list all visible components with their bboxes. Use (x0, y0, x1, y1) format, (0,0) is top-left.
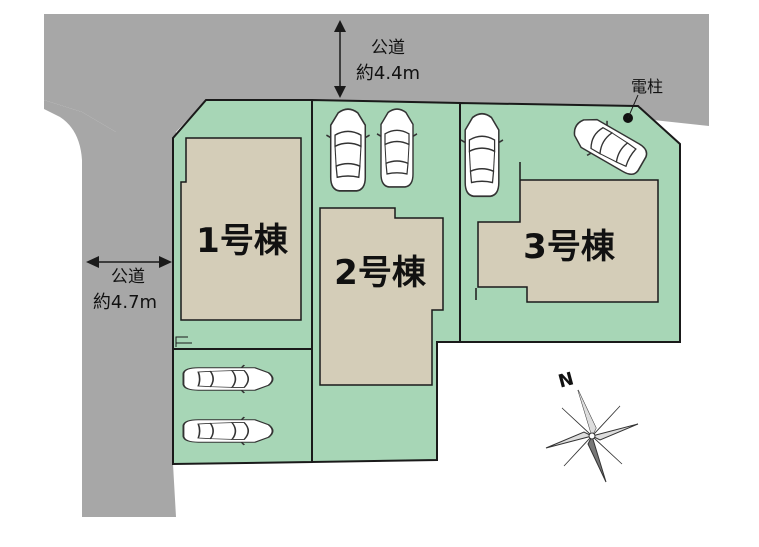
north-road-width-arrow (334, 20, 346, 98)
compass-rose (545, 389, 639, 483)
utility-pole-label: 電柱 (631, 77, 663, 96)
west-road-width-arrow (86, 256, 172, 268)
building-2 (319, 207, 444, 386)
car-icon (182, 416, 274, 446)
north-road-name: 公道 (371, 38, 405, 58)
north-road-width: 約4.4m (356, 63, 420, 84)
car-icon (325, 108, 371, 192)
building-3-label: 3号棟 (523, 227, 616, 267)
west-road-width: 約4.7m (93, 292, 157, 313)
road-west (44, 100, 176, 517)
road-north (44, 14, 709, 132)
building-2-label: 2号棟 (334, 253, 427, 293)
building-3 (477, 162, 659, 303)
car-icon (460, 112, 504, 198)
west-road-name: 公道 (111, 267, 145, 287)
car-icon (376, 108, 418, 188)
car-icon (182, 364, 274, 394)
building-1-label: 1号棟 (196, 221, 289, 261)
compass-north-label: N (556, 368, 576, 392)
building-1 (180, 137, 302, 321)
